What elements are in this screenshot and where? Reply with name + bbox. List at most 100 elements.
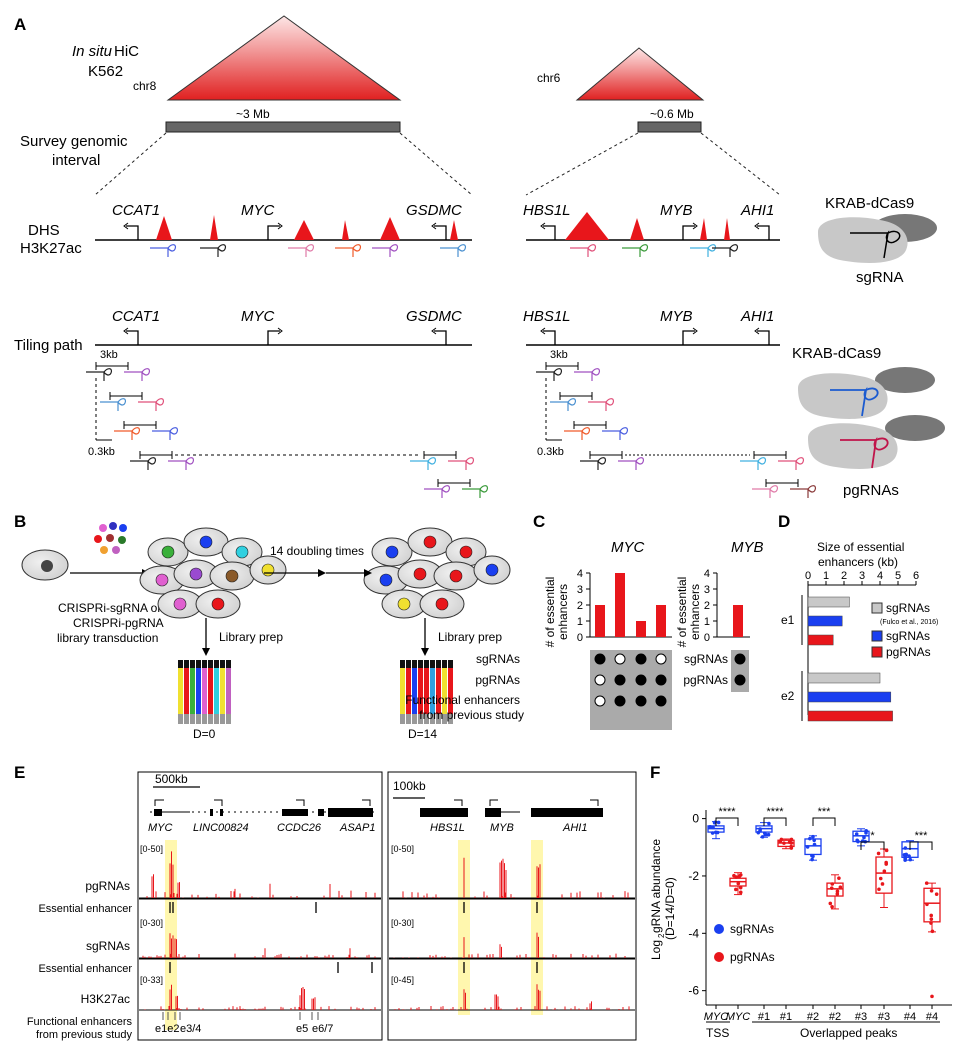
panel-c-myb-title: MYB xyxy=(731,539,764,556)
arrow-head-icon xyxy=(421,648,429,656)
panel-a-label: A xyxy=(14,15,26,34)
panel-f-ylabel-1: Log xyxy=(649,940,663,960)
scale-500kb: 500kb xyxy=(155,772,188,786)
nucleus-icon xyxy=(435,597,449,611)
virus-library-icon xyxy=(94,522,127,554)
legend-dot-blue xyxy=(714,924,724,934)
panel-f-group-overlap: Overlapped peaks xyxy=(800,1026,897,1040)
data-point xyxy=(929,917,934,921)
read-cap xyxy=(226,660,231,668)
bar xyxy=(636,621,646,637)
sig-bracket xyxy=(909,841,933,850)
x-tick-label: #3 xyxy=(878,1011,890,1023)
dhs-peak xyxy=(380,217,400,240)
data-point xyxy=(835,889,840,894)
dcas9-lobe-icon xyxy=(885,415,945,441)
legend-swatch-blue xyxy=(871,630,883,642)
tss-arrow xyxy=(543,330,556,345)
x-tick-label: 3 xyxy=(859,570,865,582)
gene-gsdmc: GSDMC xyxy=(406,202,462,219)
panel-f-ylabel-3: (D=14/D=0) xyxy=(663,877,677,940)
group-label: e2 xyxy=(781,689,795,703)
data-point xyxy=(838,885,843,889)
data-point xyxy=(805,845,810,849)
gene-myb: MYB xyxy=(660,202,693,219)
x-tick-label: 2 xyxy=(841,570,847,582)
y-tick-label: 4 xyxy=(704,568,710,580)
tile-3kb-label: 3kb xyxy=(100,349,118,361)
data-point xyxy=(878,876,883,881)
read-cap xyxy=(196,660,201,668)
read-tail xyxy=(424,714,429,724)
legend-red-label: pgRNAs xyxy=(886,645,931,659)
data-point xyxy=(882,869,887,874)
sgrna-icon xyxy=(287,244,315,258)
y-tick-label: 3 xyxy=(704,584,710,596)
gene-label-linc00824: LINC00824 xyxy=(193,822,249,834)
read-bar xyxy=(418,668,423,714)
read-cap xyxy=(184,660,189,668)
read-cap xyxy=(208,660,213,668)
legend-swatch-grey xyxy=(871,602,883,614)
x-tick-label: 0 xyxy=(805,570,811,582)
dcas9-lobe-icon xyxy=(875,367,935,393)
highlight-band xyxy=(165,840,177,1030)
sequencing-reads-d0 xyxy=(178,660,231,724)
sgrna-icon xyxy=(689,244,717,258)
gene-myc-tile: MYC xyxy=(241,308,275,325)
matrix-dot xyxy=(614,695,626,707)
y-tick-label: 1 xyxy=(577,616,583,628)
y-tick-label: 2 xyxy=(704,600,710,612)
prev-label-e67: e6/7 xyxy=(312,1023,333,1035)
x-tick-label: #4 xyxy=(904,1011,916,1023)
survey-label-1: Survey genomic xyxy=(20,133,128,150)
x-tick-label: #1 xyxy=(758,1011,770,1023)
tss-arrowhead xyxy=(431,327,437,335)
data-point xyxy=(877,887,881,892)
hic-cell-label: K562 xyxy=(88,63,123,80)
read-cap xyxy=(412,660,417,668)
data-point xyxy=(908,857,913,862)
panel-c-row-prev-2: from previous study xyxy=(419,708,524,722)
read-tail xyxy=(208,714,213,724)
gene-label-ahi1: AHI1 xyxy=(562,822,587,834)
sgrna-icon xyxy=(334,244,362,258)
tss-arrow xyxy=(682,330,695,345)
data-point xyxy=(830,904,834,909)
bar xyxy=(807,672,881,684)
data-point xyxy=(779,837,784,842)
data-point xyxy=(760,835,765,839)
panel-c-ylabel-2: enhancers xyxy=(556,584,570,640)
read-bar xyxy=(424,668,429,714)
gene-ccat1-tile: CCAT1 xyxy=(112,308,160,325)
x-tick-label: #2 xyxy=(829,1011,841,1023)
track-label-essential-2: Essential enhancer xyxy=(38,963,132,975)
data-point xyxy=(715,830,720,835)
gene-gsdmc-tile: GSDMC xyxy=(406,308,462,325)
sgrna-icon xyxy=(199,244,227,258)
nucleus-icon xyxy=(225,569,239,583)
bar xyxy=(807,710,893,722)
data-point xyxy=(907,854,911,858)
nucleus-icon xyxy=(449,569,463,583)
nucleus-icon xyxy=(161,545,175,559)
tss-arrow xyxy=(757,225,770,240)
read-tail xyxy=(412,714,417,724)
read-bar xyxy=(226,668,231,714)
track-label-prev-1: Functional enhancers xyxy=(27,1016,133,1028)
data-point xyxy=(829,886,834,891)
data-point xyxy=(864,831,868,835)
data-point xyxy=(884,860,888,865)
panel-f-ylabel: Log 2 gRNA abundance (D=14/D=0) xyxy=(649,839,677,960)
data-point xyxy=(930,929,935,934)
cell-cluster-d14 xyxy=(363,527,511,619)
read-tail xyxy=(436,714,441,724)
data-point xyxy=(738,890,743,895)
read-tail xyxy=(184,714,189,724)
transduction-label-3: library transduction xyxy=(57,631,158,645)
data-point xyxy=(880,882,885,886)
hic-chr6-label: chr6 xyxy=(537,71,561,85)
read-bar xyxy=(400,668,405,714)
panel-e-label: E xyxy=(14,763,25,782)
